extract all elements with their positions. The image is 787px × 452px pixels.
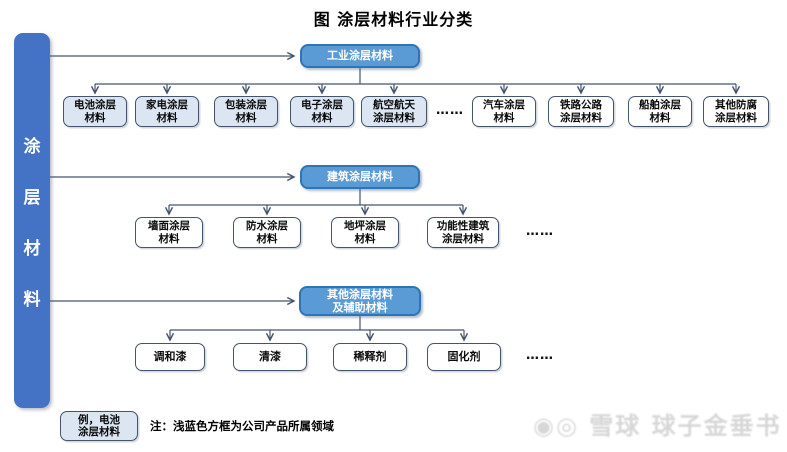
node-electronics-coating: 电子涂层 材料 xyxy=(290,96,354,127)
node-label: 其他防腐 xyxy=(715,99,757,112)
node-curing-agent: 固化剂 xyxy=(427,343,501,371)
node-label: 航空航天 xyxy=(373,99,415,112)
root-char: 材 xyxy=(23,238,41,259)
xueqiu-watermark: ◉◎ 雪球 球子金垂书 xyxy=(533,412,782,440)
node-label: 电池涂层 xyxy=(74,99,116,112)
node-thinner: 稀释剂 xyxy=(333,343,407,371)
ellipsis-row3: …… xyxy=(526,348,554,363)
node-functional-building-coating: 功能性建筑 涂层材料 xyxy=(427,217,499,248)
ellipsis-row2: …… xyxy=(526,224,554,239)
node-label: 调和漆 xyxy=(153,349,187,363)
legend-example-box: 例，电池 涂层材料 xyxy=(60,411,138,441)
node-aerospace-coating: 航空航天 涂层材料 xyxy=(361,96,427,127)
node-label: 清漆 xyxy=(259,349,281,363)
node-label: 家电涂层 xyxy=(146,99,188,112)
node-label: 材料 xyxy=(256,232,278,245)
node-label: 船舶涂层 xyxy=(639,99,681,112)
node-label: 铁路公路 xyxy=(560,99,602,112)
node-label: 涂层材料 xyxy=(560,111,602,124)
node-label: 材料 xyxy=(354,232,376,245)
node-label: 材料 xyxy=(649,111,671,124)
root-char: 层 xyxy=(23,187,41,208)
node-anticorrosion-coating: 其他防腐 涂层材料 xyxy=(703,96,769,127)
chart-title: 图 涂层材料行业分类 xyxy=(313,10,474,29)
legend-label: 例，电池 xyxy=(78,413,120,426)
branch-architectural-coating: 建筑涂层材料 xyxy=(300,165,420,189)
node-label: 涂层材料 xyxy=(715,111,757,124)
node-label: 功能性建筑 xyxy=(436,220,490,233)
node-battery-coating: 电池涂层 材料 xyxy=(63,96,127,127)
node-label: 地坪涂层 xyxy=(344,220,386,233)
node-label: 防水涂层 xyxy=(246,220,288,233)
node-label: 材料 xyxy=(84,111,106,124)
branch-other-and-auxiliary: 其他涂层材料 及辅助材料 xyxy=(299,286,421,316)
node-packaging-coating: 包装涂层 材料 xyxy=(214,96,278,127)
root-char: 涂 xyxy=(23,136,41,157)
ellipsis-row1: …… xyxy=(436,103,464,118)
root-node-coating-materials: 涂 层 材 料 xyxy=(14,33,50,408)
node-varnish: 清漆 xyxy=(233,343,307,371)
branch-industrial-coating: 工业涂层材料 xyxy=(300,44,420,68)
node-label: 涂层材料 xyxy=(442,232,484,245)
node-label: 材料 xyxy=(311,111,333,124)
node-label: 稀释剂 xyxy=(353,349,387,363)
node-label: 材料 xyxy=(156,111,178,124)
node-mixed-paint: 调和漆 xyxy=(135,343,205,371)
root-char: 料 xyxy=(23,289,41,310)
node-ship-coating: 船舶涂层 材料 xyxy=(628,96,692,127)
node-label: 涂层材料 xyxy=(373,111,415,124)
node-waterproof-coating: 防水涂层 材料 xyxy=(233,217,301,248)
node-label: 墙面涂层 xyxy=(148,220,190,233)
node-label: 汽车涂层 xyxy=(483,99,525,112)
legend-label: 涂层材料 xyxy=(78,426,120,438)
branch-label: 建筑涂层材料 xyxy=(327,170,393,184)
legend-note: 注：浅蓝色方框为公司产品所属领域 xyxy=(150,419,334,433)
node-label: 固化剂 xyxy=(447,349,481,363)
node-label: 材料 xyxy=(158,232,180,245)
node-label: 电子涂层 xyxy=(301,99,343,112)
node-label: 材料 xyxy=(235,111,257,124)
node-floor-coating: 地坪涂层 材料 xyxy=(331,217,399,248)
node-rail-road-coating: 铁路公路 涂层材料 xyxy=(548,96,614,127)
branch-label: 其他涂层材料 xyxy=(327,287,393,301)
node-label: 材料 xyxy=(493,111,515,124)
branch-label: 工业涂层材料 xyxy=(327,49,393,63)
node-label: 包装涂层 xyxy=(225,99,267,112)
node-automotive-coating: 汽车涂层 材料 xyxy=(472,96,536,127)
branch-label: 及辅助材料 xyxy=(332,301,388,314)
node-appliance-coating: 家电涂层 材料 xyxy=(135,96,199,127)
node-wall-coating: 墙面涂层 材料 xyxy=(135,217,203,248)
